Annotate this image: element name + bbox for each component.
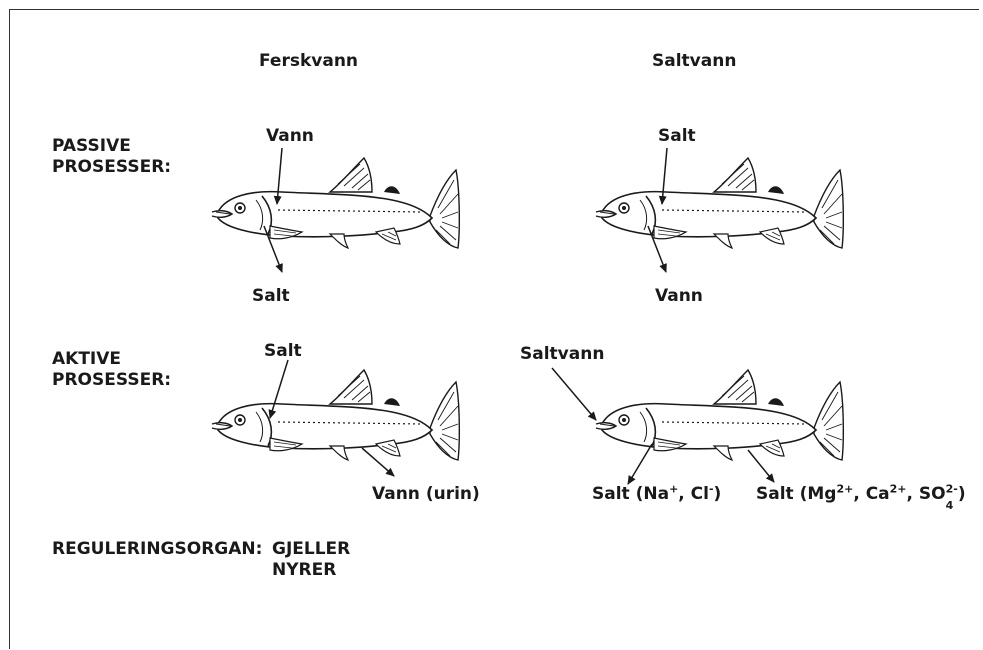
arrow-salt-out-kidneys	[748, 450, 774, 482]
label-saltwater-in: Saltvann	[520, 344, 604, 364]
label-water-out-salt: Vann	[655, 286, 703, 306]
label-salt-out-fresh: Salt	[252, 286, 290, 306]
fish-passive-freshwater	[212, 158, 459, 248]
column-header-saltwater: Saltvann	[652, 51, 736, 71]
regulating-organ-kidneys: NYRER	[272, 560, 336, 580]
label-salt-out-kidneys: Salt (Mg2+, Ca2+, SO2-4)	[756, 484, 966, 504]
row-label-passive-1: PASSIVE	[52, 136, 131, 156]
label-salt-in-salt: Salt	[658, 126, 696, 146]
regulating-organ-label: REGULERINGSORGAN:	[52, 539, 262, 559]
fish-passive-saltwater	[596, 158, 843, 248]
column-header-freshwater: Ferskvann	[259, 51, 358, 71]
row-label-active-1: AKTIVE	[52, 349, 121, 369]
label-water-in-fresh: Vann	[266, 126, 314, 146]
arrow-salt-out-gills	[628, 444, 652, 484]
fish-active-saltwater	[596, 370, 843, 460]
label-salt-in-active-fresh: Salt	[264, 341, 302, 361]
arrow-saltwater-in	[552, 368, 596, 420]
fish-active-freshwater	[212, 370, 459, 460]
label-salt-out-gills: Salt (Na+, Cl-)	[592, 484, 721, 504]
label-urine-out: Vann (urin)	[372, 484, 480, 504]
regulating-organ-gills: GJELLER	[272, 539, 350, 559]
row-label-active-2: PROSESSER:	[52, 370, 171, 390]
row-label-passive-2: PROSESSER:	[52, 157, 171, 177]
